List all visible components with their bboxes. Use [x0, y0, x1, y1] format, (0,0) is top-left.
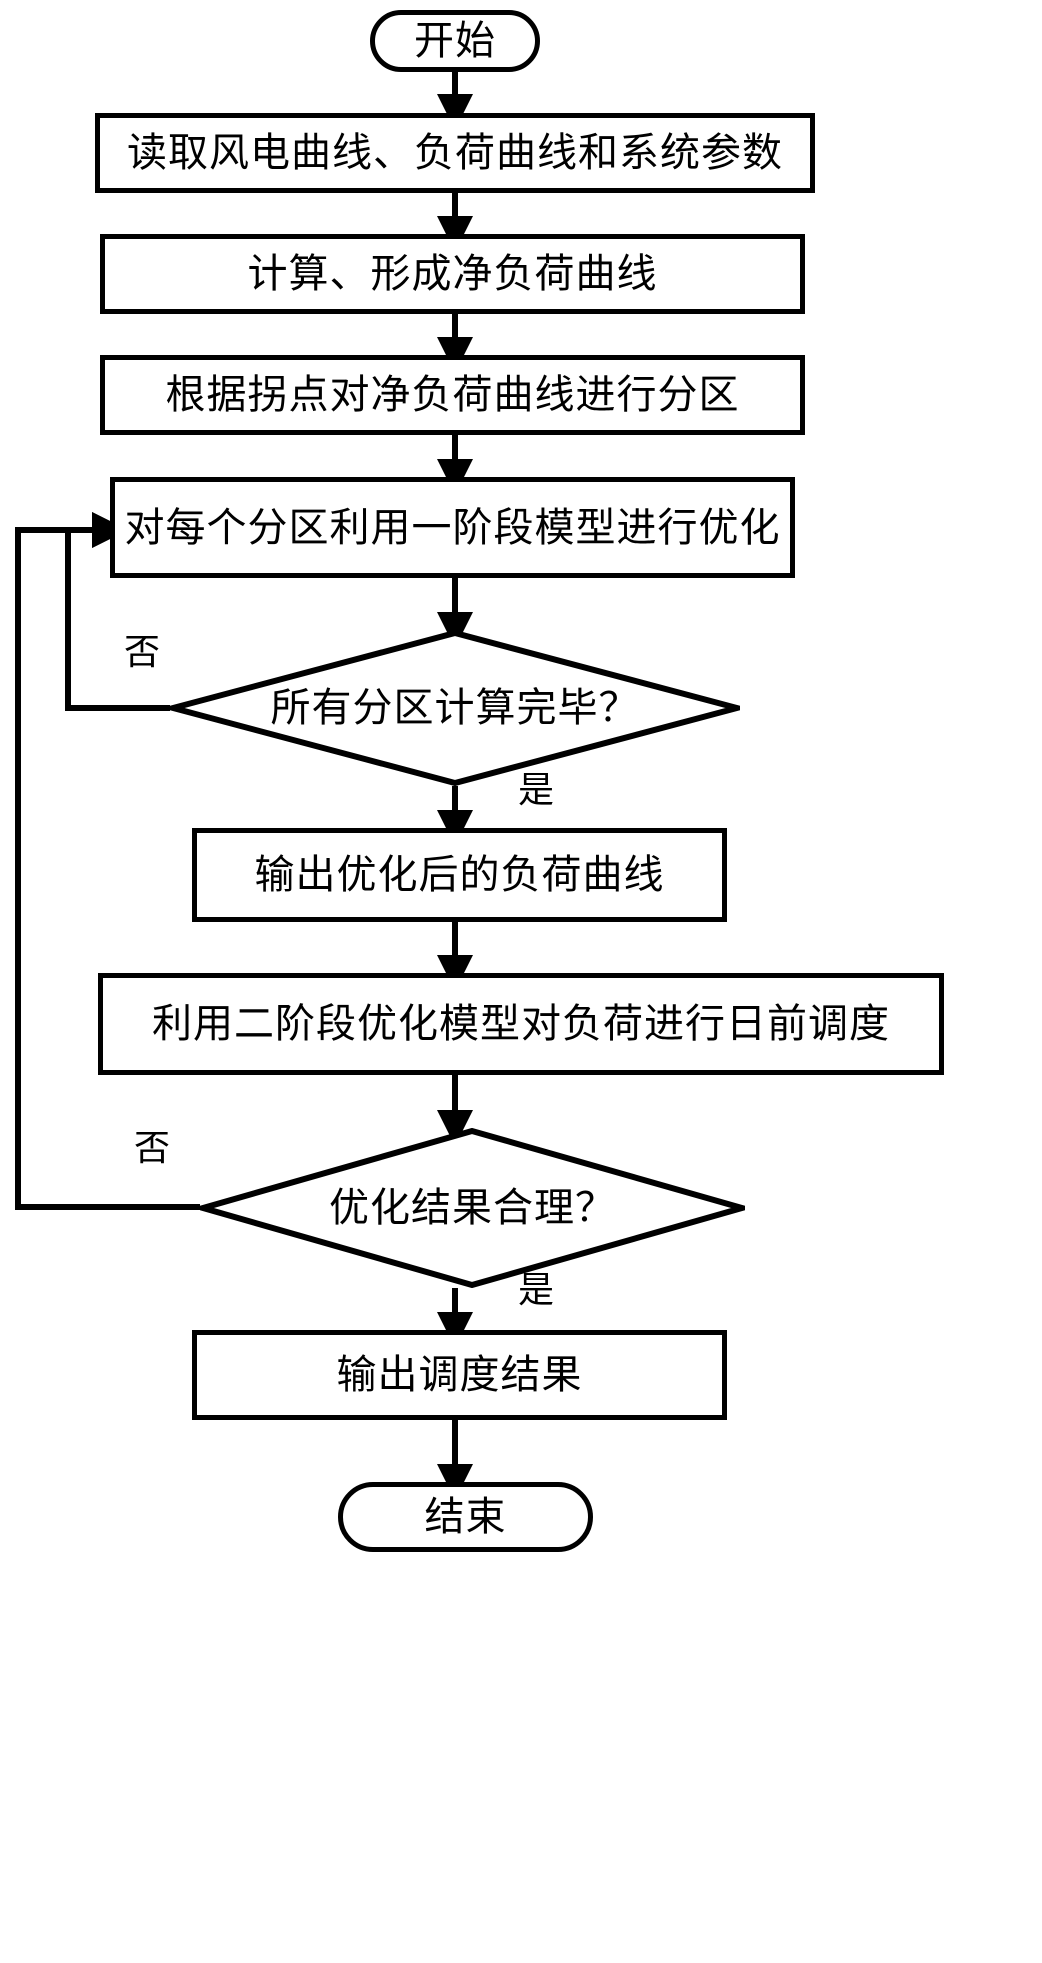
node-decision1[interactable]: 所有分区计算完毕？	[170, 630, 740, 786]
node-decision2-label: 优化结果合理？	[329, 1185, 616, 1230]
node-step2[interactable]: 计算、形成净负荷曲线	[100, 234, 805, 314]
edge-label-decision1-no-text: 否	[124, 632, 161, 672]
node-step3[interactable]: 根据拐点对净负荷曲线进行分区	[100, 355, 805, 435]
edge-label-decision1-yes-text: 是	[518, 770, 555, 810]
node-step5[interactable]: 输出优化后的负荷曲线	[192, 828, 727, 922]
node-step6-label: 利用二阶段优化模型对负荷进行日前调度	[152, 1001, 890, 1046]
node-start-label: 开始	[414, 18, 496, 63]
node-step3-label: 根据拐点对净负荷曲线进行分区	[165, 372, 740, 417]
node-end[interactable]: 结束	[338, 1482, 593, 1552]
node-step6[interactable]: 利用二阶段优化模型对负荷进行日前调度	[98, 973, 944, 1075]
node-step4-label: 对每个分区利用一阶段模型进行优化	[124, 504, 781, 550]
node-decision2[interactable]: 优化结果合理？	[200, 1128, 745, 1288]
edge-label-decision2-yes-text: 是	[518, 1270, 555, 1310]
node-step7[interactable]: 输出调度结果	[192, 1330, 727, 1420]
node-start[interactable]: 开始	[370, 10, 540, 72]
node-step1[interactable]: 读取风电曲线、负荷曲线和系统参数	[95, 113, 815, 193]
node-step1-label: 读取风电曲线、负荷曲线和系统参数	[127, 130, 783, 175]
edge-label-decision1-no: 否	[124, 634, 160, 670]
node-step7-label: 输出调度结果	[336, 1352, 583, 1397]
edge-label-decision2-no: 否	[134, 1130, 170, 1166]
edge-label-decision2-no-text: 否	[134, 1128, 171, 1168]
node-step2-label: 计算、形成净负荷曲线	[247, 251, 658, 296]
node-step5-label: 输出优化后的负荷曲线	[254, 852, 665, 897]
node-step4[interactable]: 对每个分区利用一阶段模型进行优化	[110, 477, 795, 578]
edge-label-decision1-yes: 是	[518, 772, 554, 808]
node-end-label: 结束	[424, 1494, 507, 1539]
node-decision1-label: 所有分区计算完毕？	[270, 685, 640, 730]
edge-label-decision2-yes: 是	[518, 1272, 554, 1308]
